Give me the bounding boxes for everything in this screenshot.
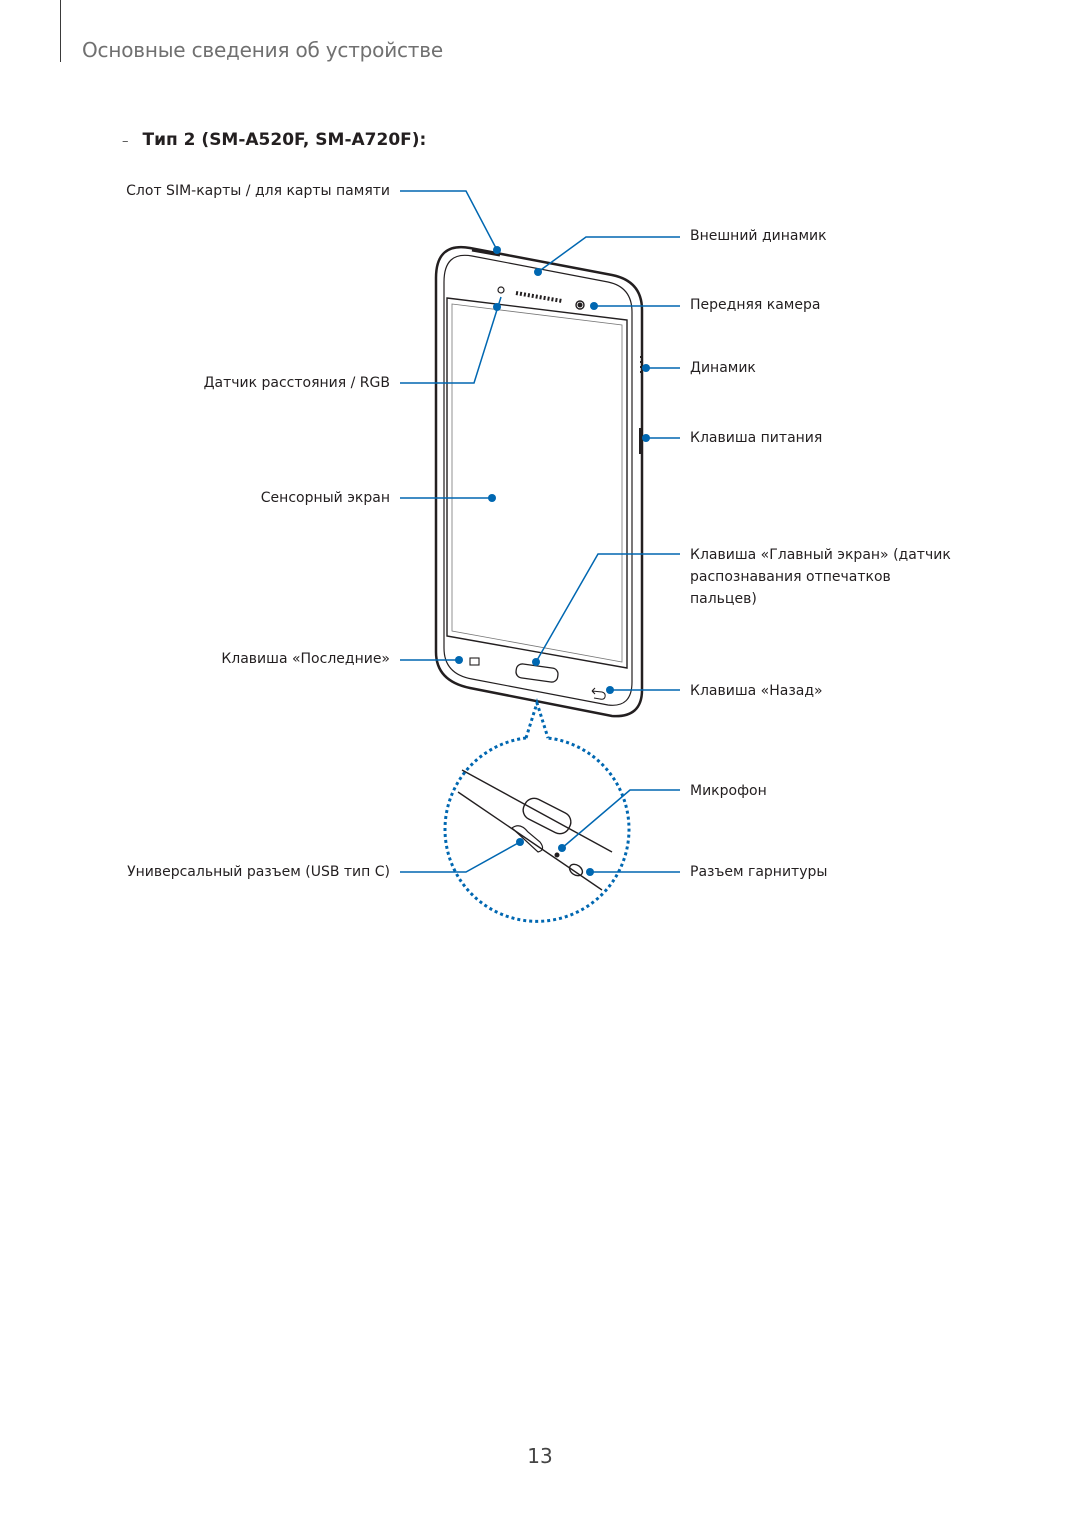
phone-body (434, 245, 644, 718)
device-diagram (400, 190, 680, 923)
callout-line-mic (561, 789, 680, 849)
headset-jack-opening (568, 863, 584, 877)
phone-front-panel (443, 254, 633, 706)
callout-dot-proximity (493, 303, 501, 311)
microphone-hole (554, 852, 560, 858)
callout-line-usb (400, 841, 521, 873)
callout-dot-sim (493, 246, 501, 254)
label-recents-key: Клавиша «Последние» (221, 651, 390, 667)
display-inner-edge (451, 303, 623, 663)
callout-dot-recents (455, 656, 463, 664)
callout-line-sim (400, 190, 498, 251)
label-touch-screen: Сенсорный экран (260, 490, 390, 506)
label-headset-jack: Разъем гарнитуры (690, 864, 828, 880)
label-home-key: Клавиша «Главный экран» (датчик распозна… (690, 547, 951, 607)
callout-dot-mic (558, 844, 566, 852)
callout-dot-home (532, 658, 540, 666)
label-earpiece: Внешний динамик (690, 228, 827, 244)
callout-lines (400, 190, 680, 873)
back-key-icon (591, 687, 606, 700)
callout-dot-earpiece (534, 268, 542, 276)
recents-key-icon (469, 657, 480, 666)
front-camera-lens (575, 300, 585, 310)
bottom-edge-lower (457, 791, 603, 891)
callout-dot-headset (586, 868, 594, 876)
callout-dot-camera (590, 302, 598, 310)
proximity-sensor-dot (497, 286, 505, 294)
label-sim-slot: Слот SIM-карты / для карты памяти (126, 183, 390, 199)
home-key-outline (515, 663, 559, 683)
side-rule (60, 0, 61, 62)
callout-dot-speaker (642, 364, 650, 372)
label-speaker: Динамик (690, 360, 756, 376)
label-usb-port: Универсальный разъем (USB тип С) (127, 864, 390, 880)
front-camera-center (577, 302, 583, 308)
label-power-key: Клавиша питания (690, 430, 823, 446)
section-title: Основные сведения об устройстве (82, 38, 443, 62)
bottom-edge-upper (461, 769, 613, 853)
zoom-detail (443, 697, 631, 923)
variant-dash: – (122, 134, 129, 149)
label-back-key: Клавиша «Назад» (690, 683, 823, 699)
callout-dot-touch (488, 494, 496, 502)
callout-dot-usb (516, 838, 524, 846)
callout-line-earpiece (537, 236, 680, 273)
usb-port-opening (511, 825, 544, 853)
phone-outer-shell (434, 245, 644, 718)
earpiece-grille (515, 291, 563, 303)
callout-dot-power (642, 434, 650, 442)
bottom-edge-detail (457, 769, 613, 891)
label-proximity-sensor: Датчик расстояния / RGB (203, 375, 390, 391)
callout-line-home (535, 553, 680, 663)
zoom-home-key (522, 797, 572, 835)
zoom-circle (443, 736, 631, 923)
phone-display (446, 297, 628, 669)
callout-dots (455, 246, 650, 876)
callout-line-proximity (400, 296, 502, 384)
callout-dot-back (606, 686, 614, 694)
variant-heading: –Тип 2 (SM-A520F, SM-A720F): (122, 130, 426, 150)
page-number: 13 (527, 1444, 553, 1468)
label-microphone: Микрофон (690, 783, 767, 799)
zoom-pointer (524, 697, 550, 739)
label-front-camera: Передняя камера (690, 297, 821, 313)
sim-slot-tray (471, 248, 501, 257)
variant-title: Тип 2 (SM-A520F, SM-A720F): (142, 130, 427, 150)
